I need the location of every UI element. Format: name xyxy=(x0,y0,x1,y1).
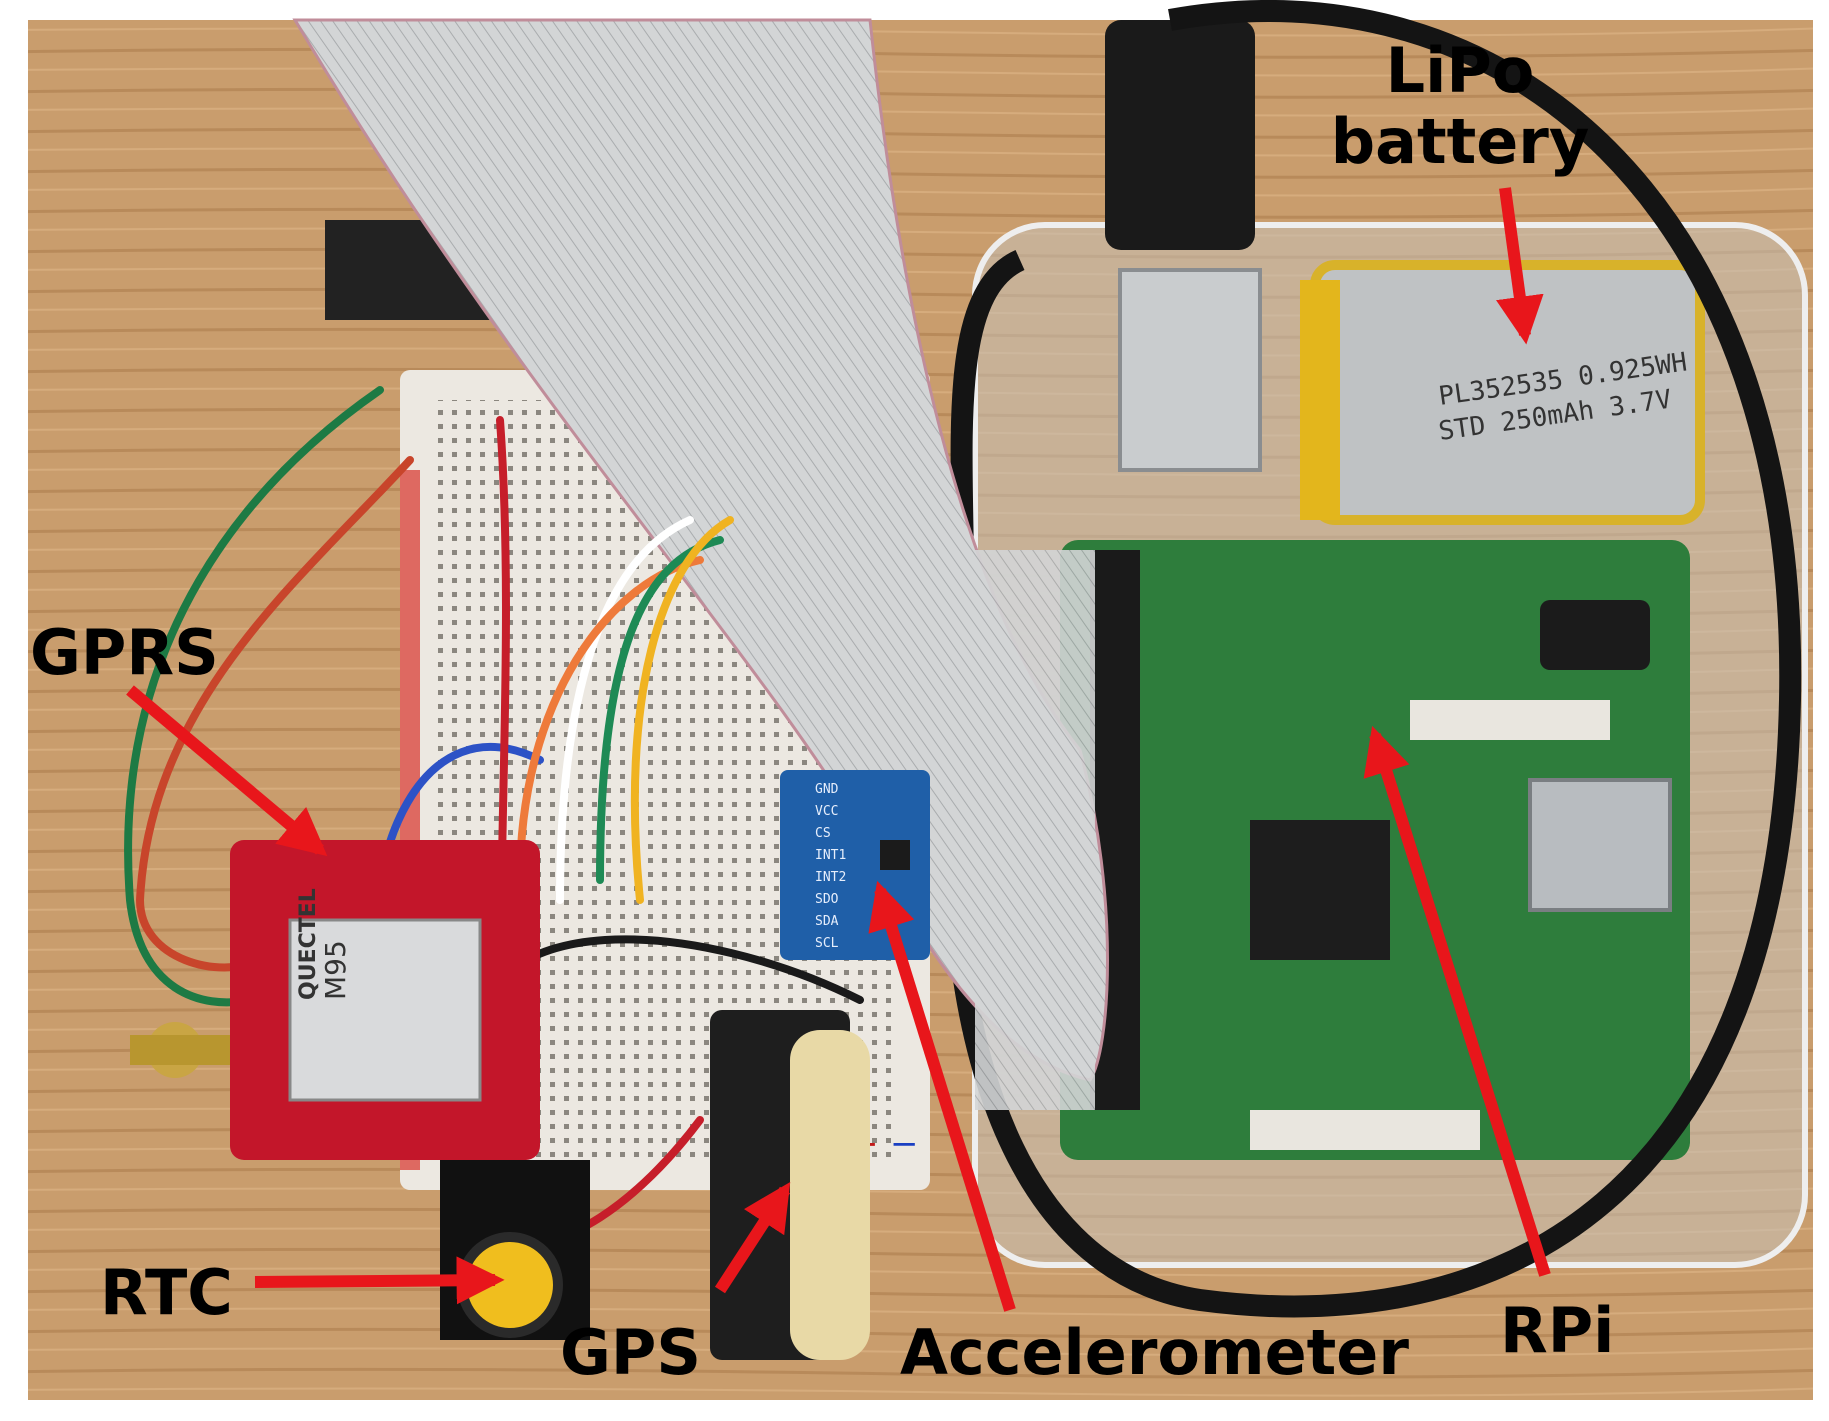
pi-audio-jack xyxy=(1540,600,1650,670)
svg-text:GND: GND xyxy=(815,782,839,797)
svg-text:QUECTEL: QUECTEL xyxy=(296,888,321,1000)
pi-hdmi-port xyxy=(1528,778,1672,912)
gps-antenna xyxy=(790,1030,870,1360)
usb-plug xyxy=(1105,20,1255,250)
arrow-gps xyxy=(714,1181,791,1294)
svg-text:SCL: SCL xyxy=(815,936,839,951)
svg-text:SDA: SDA xyxy=(815,914,839,929)
ribbon-under-pi xyxy=(975,550,1095,1110)
label-accelerometer: Accelerometer xyxy=(900,1316,1409,1389)
label-lipo-line1: LiPo xyxy=(1385,34,1535,107)
arrow-rpi xyxy=(1363,725,1551,1277)
svg-text:CS: CS xyxy=(815,826,831,841)
svg-text:VCC: VCC xyxy=(815,804,838,819)
arrow-accelerometer xyxy=(868,880,1016,1312)
pi-display-connector xyxy=(1250,1110,1480,1150)
label-rtc: RTC xyxy=(100,1256,233,1329)
svg-text:−: − xyxy=(890,1124,919,1164)
arrow-gprs xyxy=(126,685,328,857)
arrow-lipo xyxy=(1496,187,1544,345)
annotation-arrows xyxy=(126,187,1551,1312)
label-rpi: RPi xyxy=(1500,1294,1615,1367)
pi-usb-ports xyxy=(1118,268,1262,472)
svg-text:SDO: SDO xyxy=(815,892,839,907)
label-lipo-line2: battery xyxy=(1330,105,1590,179)
label-lipo-battery: LiPo battery xyxy=(1330,35,1590,178)
gprs-module xyxy=(288,918,482,1102)
svg-text:M95: M95 xyxy=(319,940,352,1000)
label-gps: GPS xyxy=(560,1316,701,1389)
pi-camera-connector xyxy=(1410,700,1610,740)
arrow-rtc xyxy=(254,1256,505,1305)
svg-text:INT1: INT1 xyxy=(815,848,846,863)
label-gprs: GPRS xyxy=(30,616,219,689)
svg-text:INT2: INT2 xyxy=(815,870,846,885)
pi-cpu xyxy=(1250,820,1390,960)
accelerometer-chip xyxy=(880,840,910,870)
